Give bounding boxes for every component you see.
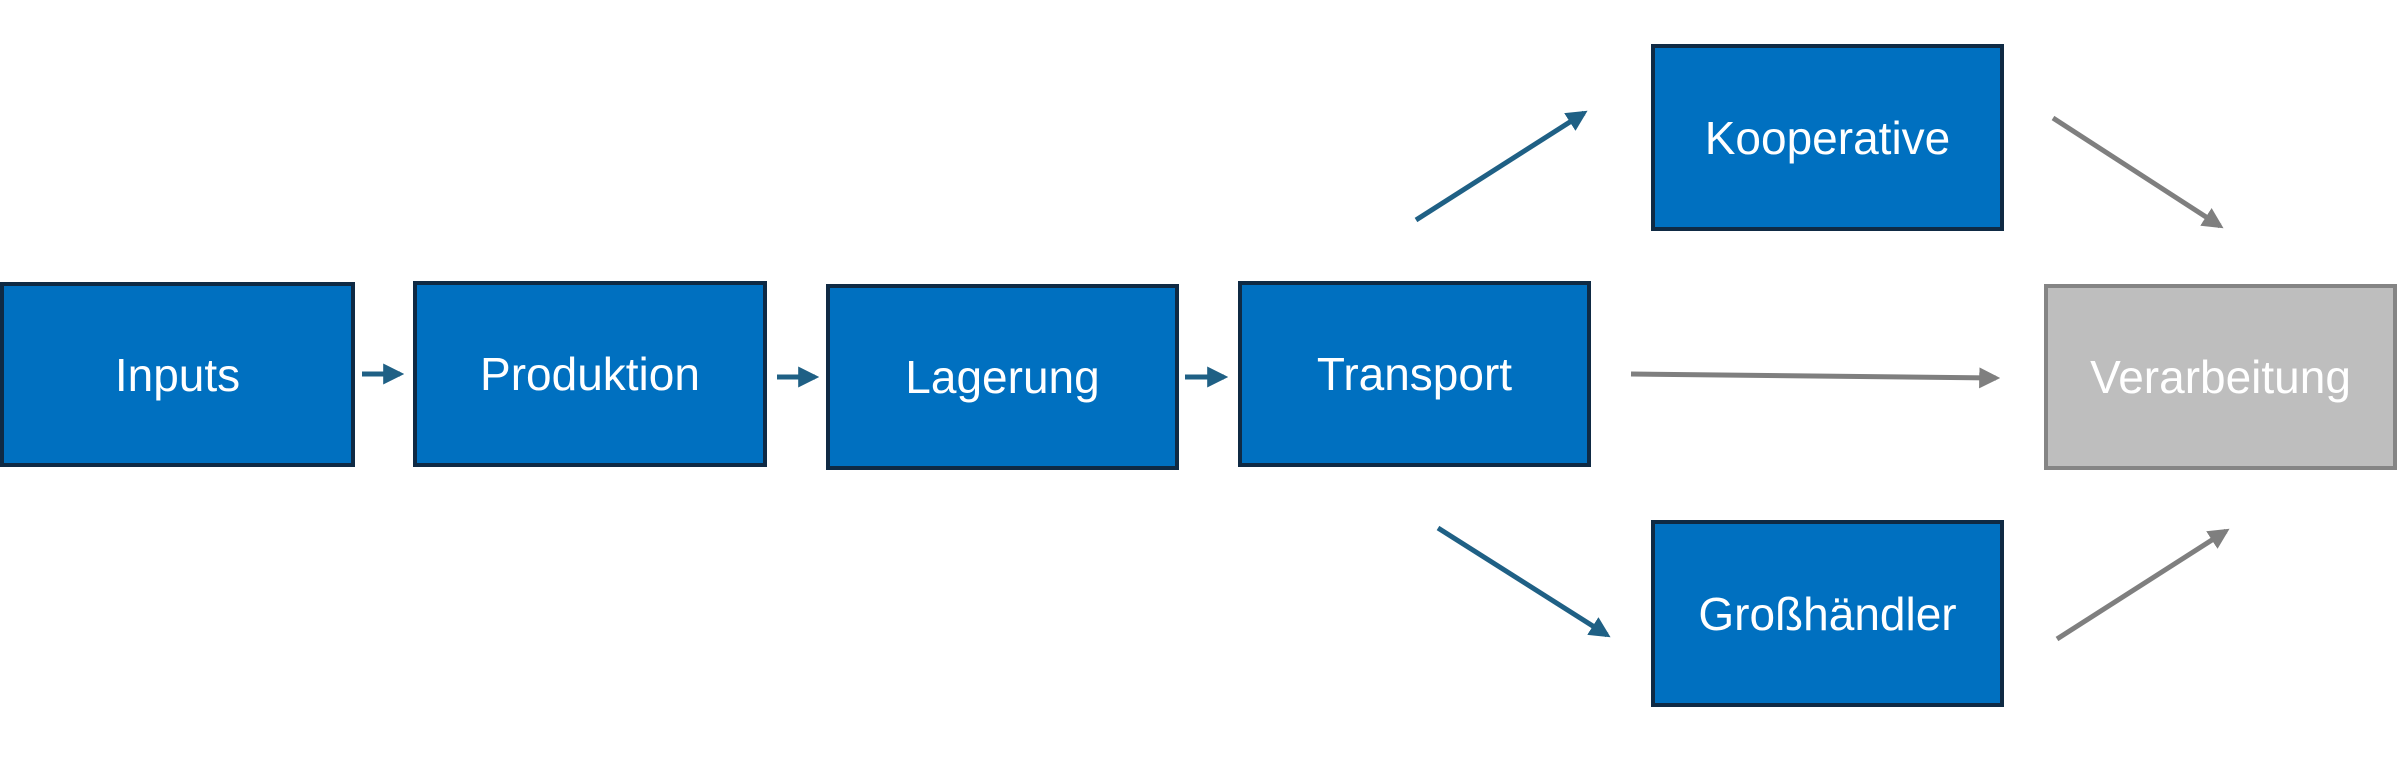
node-lagerung-label: Lagerung (905, 351, 1100, 403)
node-lagerung: Lagerung (826, 284, 1179, 470)
node-grosshaendler: Großhändler (1651, 520, 2004, 707)
node-grosshaendler-label: Großhändler (1698, 587, 1957, 640)
node-kooperative: Kooperative (1651, 44, 2004, 231)
node-produktion-label: Produktion (480, 348, 700, 400)
node-kooperative-label: Kooperative (1704, 111, 1951, 164)
arrow-transport-to-kooperative (1414, 110, 1588, 223)
arrow-kooperative-to-verarbeitung (2051, 115, 2224, 229)
node-inputs-label: Inputs (114, 348, 241, 401)
node-verarbeitung: Verarbeitung (2044, 284, 2397, 470)
arrow-grosshaendler-to-verarbeitung (2055, 528, 2230, 642)
node-transport-label: Transport (1316, 348, 1513, 400)
node-transport: Transport (1238, 281, 1591, 467)
node-produktion: Produktion (413, 281, 767, 467)
arrow-transport-to-grosshaendler (1436, 525, 1611, 638)
node-inputs: Inputs (0, 282, 355, 467)
arrow-transport-to-verarbeitung (1630, 367, 2001, 389)
node-verarbeitung-label: Verarbeitung (2090, 351, 2351, 403)
